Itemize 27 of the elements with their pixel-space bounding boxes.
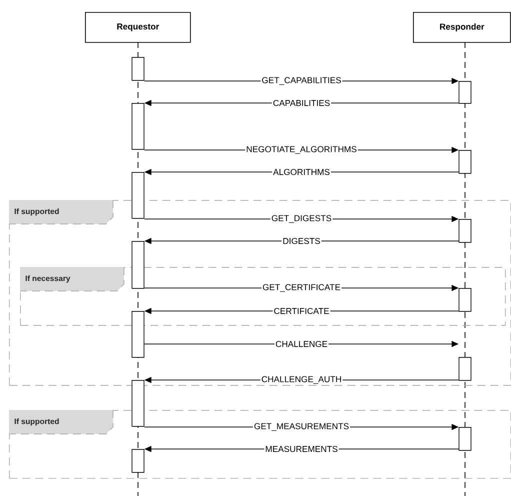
activation-bar: [458, 288, 472, 312]
activation-bar: [458, 81, 472, 104]
activation-bar: [458, 427, 472, 451]
activation-bar: [132, 311, 144, 358]
activation-bar: [132, 172, 144, 219]
activation-bar: [458, 357, 472, 381]
message-label: CHALLENGE_AUTH: [260, 375, 343, 385]
activation-bar: [132, 103, 144, 150]
message-label: CERTIFICATE: [272, 306, 330, 316]
message-label: GET_CAPABILITIES: [260, 76, 342, 86]
activation-bar: [132, 241, 144, 289]
message-label: NEGOTIATE_ALGORITHMS: [245, 145, 358, 155]
message-label: ALGORITHMS: [272, 168, 331, 176]
activation-bar: [458, 219, 472, 243]
message-label: GET_CERTIFICATE: [261, 283, 342, 293]
activation-bar: [132, 380, 144, 427]
activation-bar: [132, 449, 144, 473]
participant-box: Requestor: [85, 12, 191, 43]
activation-bar: [132, 57, 144, 81]
activation-bar: [458, 150, 472, 174]
message-label: MEASUREMENTS: [264, 444, 339, 454]
message-label: CAPABILITIES: [272, 98, 332, 108]
message-label: DIGESTS: [282, 236, 322, 246]
message-label: GET_DIGESTS: [270, 214, 333, 224]
participant-box: Responder: [413, 12, 511, 43]
message-label: GET_MEASUREMENTS: [252, 422, 350, 432]
message-label: CHALLENGE: [274, 340, 329, 348]
